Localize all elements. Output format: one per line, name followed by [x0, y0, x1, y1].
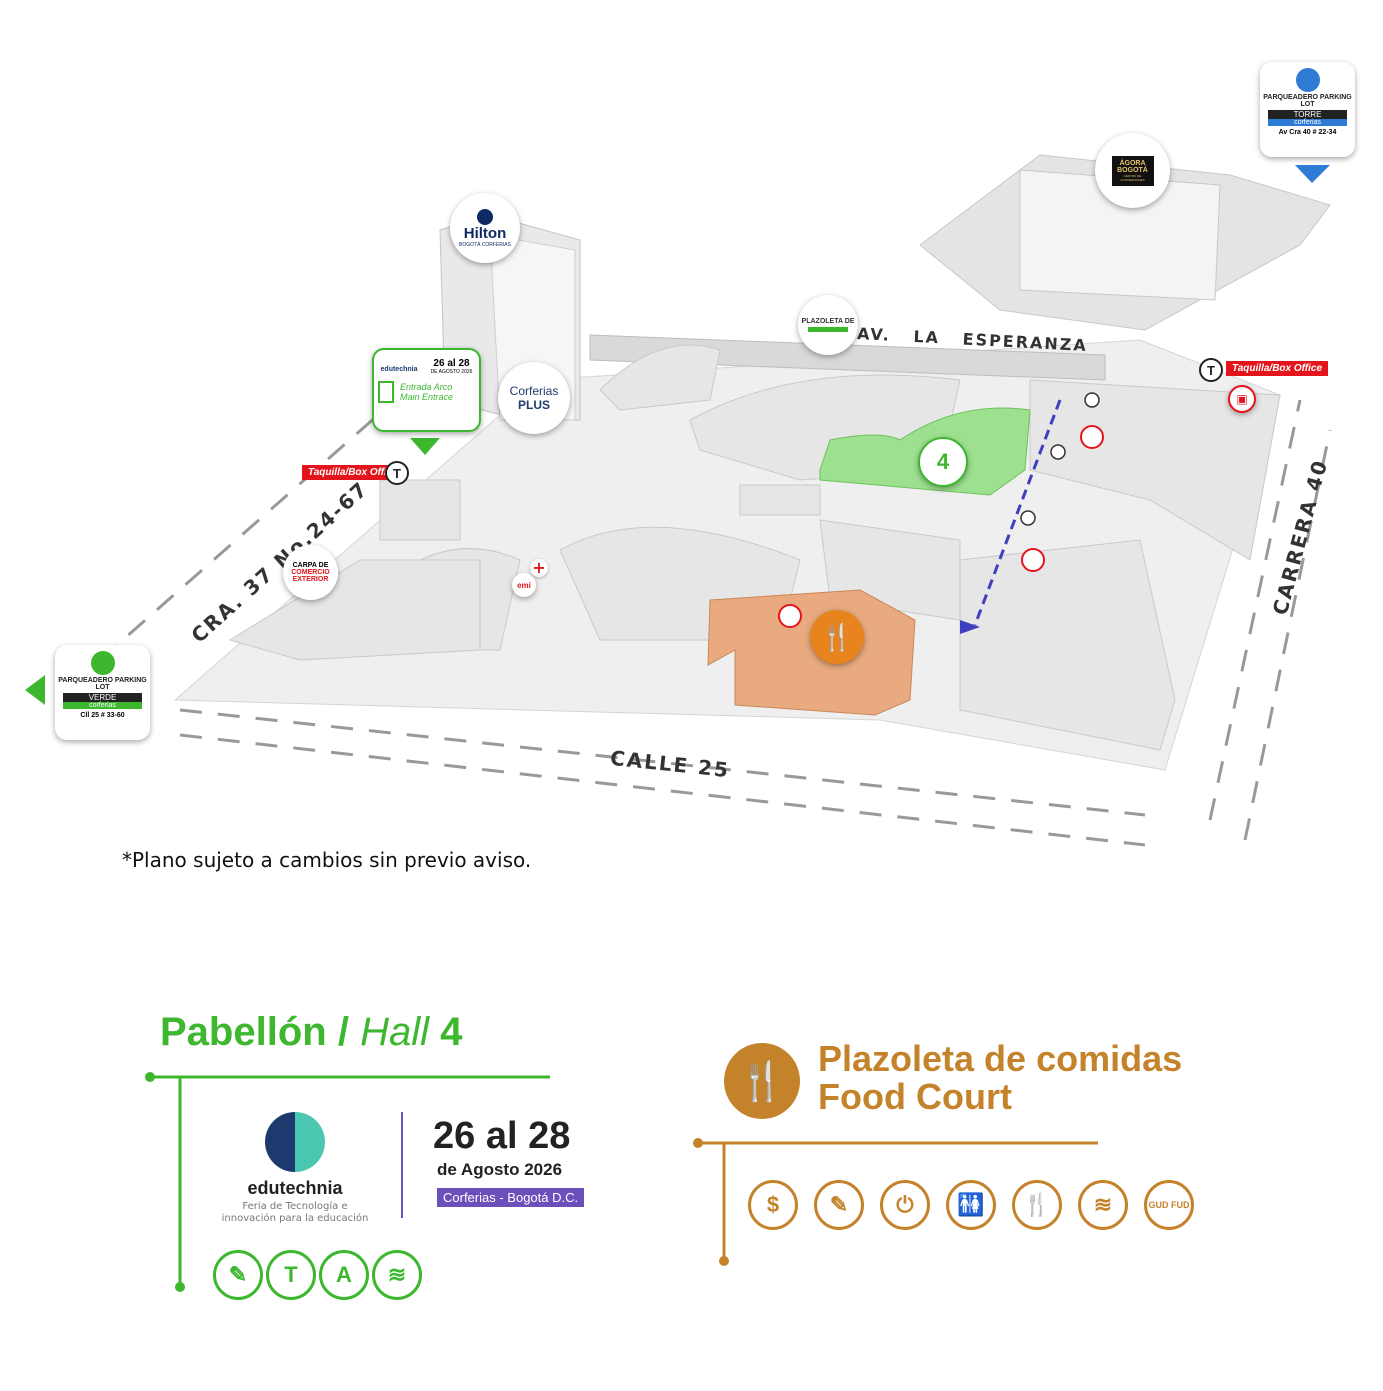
- event-venue: Corferias - Bogotá D.C.: [437, 1188, 585, 1207]
- plug-icon: ⏻: [880, 1180, 930, 1230]
- plazoleta-badge-name: PLAZOLETA DE: [801, 318, 855, 325]
- door-icon: [378, 381, 394, 403]
- hall-4-number: 4: [936, 449, 950, 474]
- hall-title-en: Hall: [360, 1010, 429, 1054]
- edutechnia-logo-icon: [265, 1112, 325, 1172]
- logo-divider: [401, 1112, 403, 1218]
- main-entrance-badge[interactable]: edutechnia 26 al 28 DE AGOSTO 2026 Entra…: [372, 348, 481, 432]
- venue-map: AV. LA ESPERANZA CRA. 37 No.24-67 CARRER…: [25, 62, 1355, 847]
- road-lines: [99, 398, 1332, 847]
- taxi-icon-right: T: [1199, 358, 1223, 382]
- wifi-icon: ≋: [1078, 1180, 1128, 1230]
- event-month: de Agosto 2026: [437, 1160, 563, 1179]
- money-icon: $: [748, 1180, 798, 1230]
- hall-title-es: Pabellón /: [160, 1010, 349, 1054]
- carpa-line3: EXTERIOR: [292, 576, 329, 583]
- cutlery-icon: 🍴: [820, 621, 854, 652]
- corferias-plus-name: Corferias: [509, 384, 559, 398]
- parking-torre-title: PARQUEADERO PARKING LOT: [1263, 94, 1352, 108]
- first-aid-icon: +: [530, 559, 548, 577]
- agora-logo: ÁGORA BOGOTÁ CENTRO DE CONVENCIONES: [1111, 155, 1154, 186]
- pencil-icon: ✎: [213, 1250, 263, 1300]
- food-court-logo-icon: 🍴: [724, 1043, 800, 1119]
- agora-name: ÁGORA BOGOTÁ: [1117, 159, 1148, 174]
- entrance-brand: edutechnia: [380, 366, 418, 373]
- parking-verde-title: PARQUEADERO PARKING LOT: [58, 677, 147, 691]
- parking-logo-icon: [90, 651, 115, 675]
- corferias-plus-badge[interactable]: Corferias PLUS: [498, 362, 570, 434]
- edutechnia-tagline-1: Feria de Tecnología e: [242, 1201, 348, 1212]
- food-court-shape: [707, 589, 916, 716]
- food-title-en: Food Court: [818, 1076, 1012, 1117]
- hilton-badge[interactable]: Hilton BOGOTÁ CORFERIAS: [450, 193, 520, 263]
- pencil-icon: ✎: [814, 1180, 864, 1230]
- food-court-title: Plazoleta de comidas Food Court: [818, 1040, 1182, 1116]
- hilton-sub: BOGOTÁ CORFERIAS: [459, 241, 511, 248]
- parking-verde-name: VERDE: [63, 693, 142, 702]
- arrow-torre: [1295, 165, 1330, 183]
- food-court-marker[interactable]: 🍴: [810, 610, 864, 664]
- edutechnia-name: edutechnia: [247, 1178, 343, 1198]
- food-title-es: Plazoleta de comidas: [818, 1038, 1183, 1079]
- wifi-markers: [778, 425, 1104, 628]
- box-office-left[interactable]: Taquilla/Box Office: [302, 465, 405, 480]
- access-icon: A: [319, 1250, 369, 1300]
- agora-sub: CENTRO DE CONVENCIONES: [1120, 173, 1145, 182]
- restroom-icon: 🚻: [946, 1180, 996, 1230]
- carpa-line2: COMERCIO: [291, 569, 330, 576]
- route-path: [973, 399, 1062, 626]
- disclaimer-note: *Plano sujeto a cambios sin previo aviso…: [122, 848, 532, 872]
- parking-torre-address: Av Cra 40 # 22-34: [1278, 129, 1337, 136]
- plazoleta-badge-bar: [808, 327, 848, 332]
- gudfud-icon: GUD FUD: [1144, 1180, 1194, 1230]
- gift-icon: ▣: [1228, 385, 1256, 413]
- box-office-right[interactable]: Taquilla/Box Office: [1226, 361, 1329, 376]
- corferias-plus-sub: PLUS: [517, 398, 550, 412]
- parking-verde-brand: corferias: [63, 702, 142, 709]
- parking-torre-name: TORRE: [1268, 110, 1347, 119]
- cutlery-icon: 🍴: [1012, 1180, 1062, 1230]
- arrow-entrance: [410, 438, 440, 455]
- plazoleta-badge[interactable]: PLAZOLETA DE: [798, 295, 858, 355]
- taxi-icon: T: [266, 1250, 316, 1300]
- entrance-label-es: Entrada Arco: [400, 382, 453, 392]
- hall-lines: [145, 1072, 550, 1292]
- parking-torre-badge[interactable]: PARQUEADERO PARKING LOT TORRE corferias …: [1260, 62, 1355, 157]
- parking-verde-address: Cll 25 # 33-60: [80, 712, 125, 719]
- emi-badge[interactable]: emi: [512, 573, 536, 597]
- carpa-line1: CARPA DE: [292, 562, 329, 569]
- hall-section-title: Pabellón / Hall 4: [160, 1010, 462, 1055]
- agora-badge[interactable]: ÁGORA BOGOTÁ CENTRO DE CONVENCIONES: [1095, 133, 1170, 208]
- carpa-comercio-badge[interactable]: CARPA DE COMERCIO EXTERIOR: [283, 545, 338, 600]
- entrance-month: DE AGOSTO 2026: [430, 369, 473, 375]
- entrance-dates: 26 al 28: [433, 358, 470, 369]
- parking-verde-badge[interactable]: PARQUEADERO PARKING LOT VERDE corferias …: [55, 645, 150, 740]
- emi-label: emi: [517, 580, 531, 590]
- hilton-name: Hilton: [463, 224, 507, 242]
- parking-torre-brand: corferias: [1268, 119, 1347, 126]
- hall-title-number: 4: [440, 1010, 463, 1054]
- av-esperanza-road: [589, 334, 1106, 381]
- hilton-logo-icon: [477, 208, 493, 225]
- entrance-label-en: Main Entrace: [400, 392, 454, 402]
- event-dates: 26 al 28: [433, 1115, 571, 1157]
- restroom-markers: [1020, 392, 1100, 526]
- hall-4-marker[interactable]: 4: [918, 437, 968, 487]
- parking-logo-icon: [1295, 68, 1320, 92]
- arrow-verde: [25, 675, 45, 705]
- wifi-icon: ≋: [372, 1250, 422, 1300]
- food-lines: [693, 1138, 1098, 1266]
- taxi-icon-left: T: [385, 461, 409, 485]
- edutechnia-tagline-2: innovación para la educación: [221, 1213, 369, 1224]
